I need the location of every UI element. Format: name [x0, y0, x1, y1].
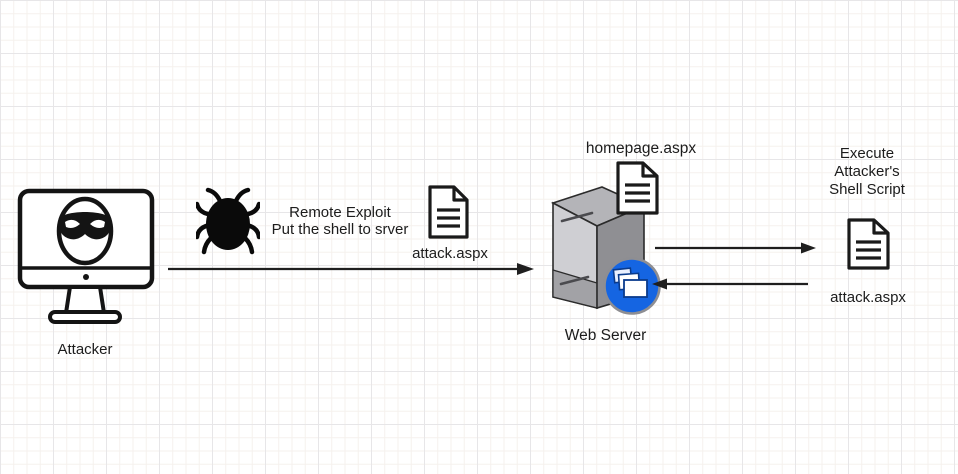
homepage-file-label: homepage.aspx [585, 140, 697, 157]
web-server-label: Web Server [564, 327, 647, 344]
masked-hacker-monitor-icon [17, 188, 155, 324]
execute-text-line2: Attacker's [834, 163, 900, 180]
execute-text: Execute Attacker's Shell Script [817, 145, 917, 199]
bug-icon [196, 187, 260, 255]
exploit-text-line2: Put the shell to srver [271, 221, 409, 238]
exploit-text: Remote Exploit Put the shell to srver [255, 204, 425, 238]
attacker-label: Attacker [57, 341, 113, 358]
shell-file-label: attack.aspx [830, 289, 906, 306]
execute-text-line3: Shell Script [829, 181, 905, 198]
payload-file-label: attack.aspx [412, 245, 488, 262]
attack-arrow [168, 263, 534, 275]
execute-text-line1: Execute [839, 145, 895, 162]
request-arrow [655, 242, 816, 254]
app-windows-icon [603, 257, 661, 315]
response-arrow [652, 278, 808, 290]
document-icon [847, 218, 890, 270]
document-icon [428, 185, 469, 239]
exploit-text-line1: Remote Exploit [289, 204, 391, 221]
document-icon [616, 161, 659, 215]
